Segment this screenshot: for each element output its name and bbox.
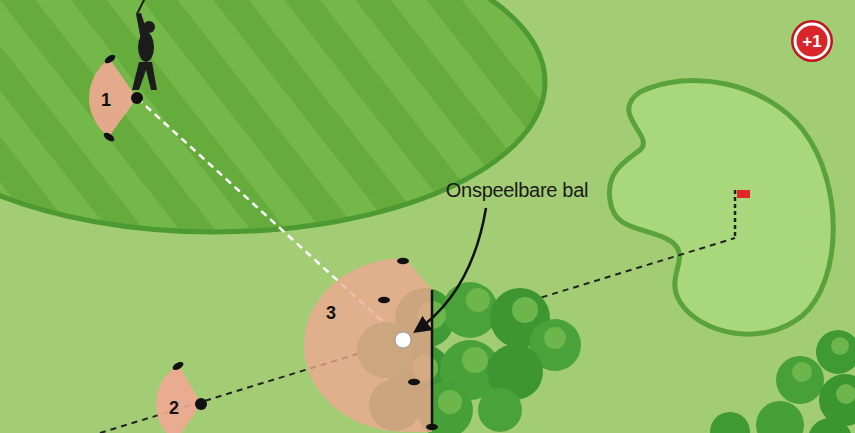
drawing-part <box>462 347 488 373</box>
relief-zone: 2 <box>150 355 210 433</box>
golf-ball <box>395 332 411 348</box>
drawing-part <box>819 374 855 426</box>
relief-zone: 3 <box>300 255 440 433</box>
callout-number: 2 <box>169 399 179 417</box>
relief-area <box>89 59 137 137</box>
drawing-part <box>136 13 149 40</box>
drawing-part <box>756 401 804 433</box>
line-of-play <box>100 238 735 433</box>
relief-zone: 1 <box>85 48 147 148</box>
callout-number: 1 <box>101 91 111 109</box>
callout-label: Onspeelbare bal <box>446 179 588 201</box>
node-shape <box>85 48 147 148</box>
drawing-part <box>710 412 750 433</box>
drawing-part <box>89 0 157 143</box>
flag-pole <box>734 190 737 238</box>
club-head-mark <box>426 424 438 430</box>
penalty-text: +1 <box>802 33 821 50</box>
golfer-figure <box>132 0 157 90</box>
penalty-badge <box>791 20 833 62</box>
penalty-badge: +1 <box>790 19 834 63</box>
penalty-badge-ring <box>795 24 829 58</box>
reference-point <box>131 92 143 104</box>
drawing-part <box>156 360 207 433</box>
relief-area <box>156 365 201 433</box>
drawing-part <box>132 62 157 90</box>
drawing-part <box>512 297 538 323</box>
club-head-mark <box>397 258 409 264</box>
club-head-mark <box>408 379 420 385</box>
drawing-part <box>544 327 566 349</box>
flag <box>737 190 750 198</box>
drawing-part <box>816 330 855 374</box>
club-head-mark <box>378 297 390 303</box>
relief-edge <box>431 290 434 428</box>
drawing-part <box>478 388 522 432</box>
club-head-mark <box>171 360 185 372</box>
putting-green <box>609 81 833 335</box>
relief-area <box>304 258 432 432</box>
club-head-mark <box>102 131 116 143</box>
node-shape <box>150 355 210 433</box>
reference-point <box>195 398 207 410</box>
drawing-part <box>304 208 486 432</box>
callout-number: 3 <box>326 304 336 322</box>
drawing-part <box>442 282 498 338</box>
drawing-part <box>791 20 833 62</box>
drawing-part <box>466 288 490 312</box>
drawing-part <box>836 384 855 404</box>
club-head-mark <box>103 53 117 65</box>
drawing-part <box>137 0 146 14</box>
drawing-part <box>831 337 849 355</box>
node-shape <box>300 255 440 433</box>
drawing-part <box>776 356 824 404</box>
drawing-part <box>808 418 852 433</box>
drawing-part <box>792 362 812 382</box>
trees <box>710 330 855 433</box>
leader-arrow <box>416 208 486 331</box>
drawing-part <box>438 390 462 414</box>
